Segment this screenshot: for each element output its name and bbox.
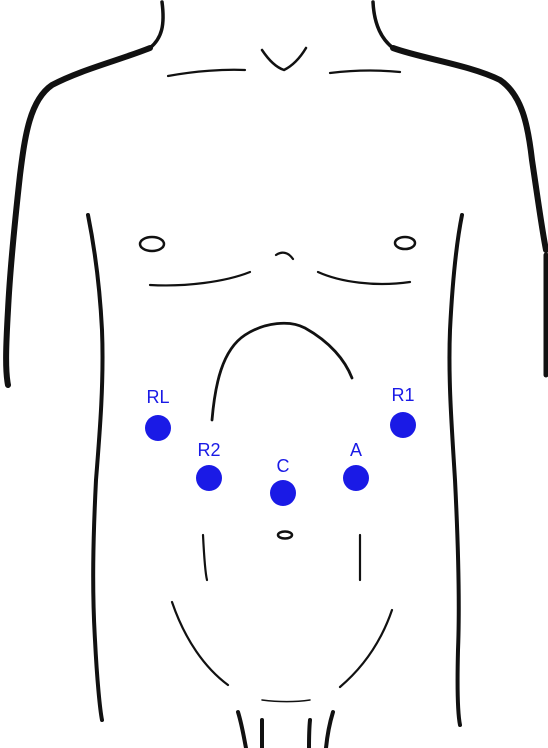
electrode-A-dot (343, 465, 369, 491)
pelvic-line (262, 700, 310, 702)
left-groin-line (172, 602, 228, 685)
electrode-C-label: C (277, 456, 290, 476)
right-inner-arm-line (449, 215, 462, 725)
left-shoulder-outline (6, 48, 150, 385)
electrode-RL-label: RL (146, 387, 169, 407)
right-shoulder-outline (393, 48, 546, 250)
left-collarbone (168, 70, 245, 76)
electrode-RL-dot (145, 415, 171, 441)
rib-cage-arch (212, 323, 352, 420)
sternum-mark (276, 253, 293, 259)
electrode-R2: R2 (196, 440, 222, 491)
electrode-A: A (343, 440, 369, 491)
right-thigh-inner (309, 720, 310, 748)
electrode-R2-label: R2 (197, 440, 220, 460)
electrode-C: C (270, 456, 296, 506)
neck-right-line (373, 2, 393, 48)
electrode-C-dot (270, 480, 296, 506)
electrode-R1-dot (390, 412, 416, 438)
left-abdomen-line (203, 535, 207, 580)
neck-left-line (150, 2, 163, 48)
electrode-R2-dot (196, 465, 222, 491)
left-thigh-outer (238, 712, 246, 748)
electrode-A-label: A (350, 440, 362, 460)
right-pectoral-line (318, 272, 410, 284)
electrode-RL: RL (145, 387, 171, 441)
left-inner-arm-line (88, 215, 103, 720)
navel (278, 532, 292, 539)
right-groin-line (340, 610, 392, 687)
electrode-R1-label: R1 (391, 385, 414, 405)
left-nipple (140, 237, 164, 251)
right-thigh-outer (326, 712, 333, 748)
torso-outline (6, 2, 546, 748)
right-collarbone (330, 71, 400, 73)
left-pectoral-line (150, 272, 250, 285)
electrode-R1: R1 (390, 385, 416, 438)
sternal-notch (262, 48, 306, 70)
right-nipple (395, 237, 415, 249)
